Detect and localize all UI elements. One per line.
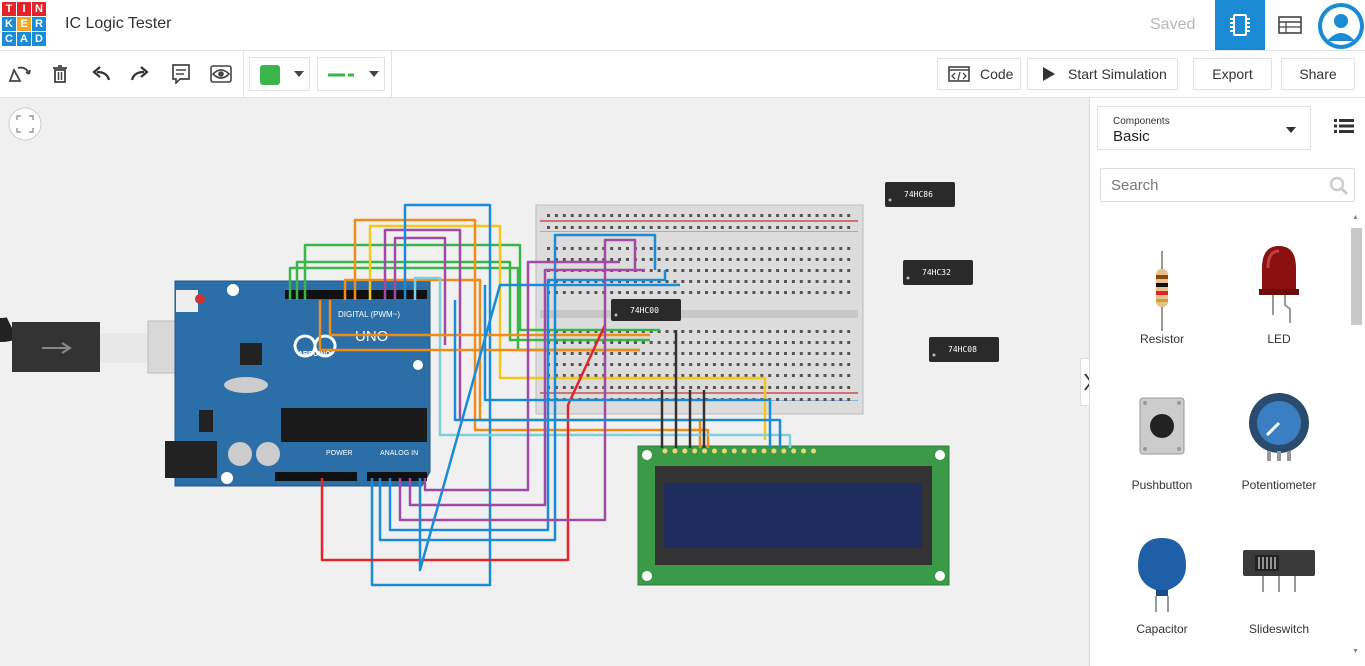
logo-letter: D — [32, 32, 46, 46]
component-led[interactable]: LED — [1224, 243, 1334, 373]
chip-icon — [1230, 14, 1250, 36]
component-label: Pushbutton — [1131, 478, 1193, 492]
logo-letter: E — [17, 17, 31, 31]
component-label: Resistor — [1139, 332, 1184, 346]
notes-button[interactable] — [165, 59, 197, 89]
note-icon — [172, 64, 190, 84]
search-icon — [1329, 176, 1349, 196]
code-label: Code — [980, 66, 1014, 82]
chip-label: 74HC32 — [922, 268, 951, 277]
schematic-view-button[interactable] — [1265, 0, 1315, 50]
chip-74hc86[interactable]: 74HC86 — [885, 182, 955, 207]
redo-button[interactable] — [124, 59, 156, 89]
component-pushbutton[interactable]: Pushbutton — [1107, 389, 1217, 519]
caret-down-icon — [294, 71, 304, 77]
led-icon — [1259, 246, 1299, 323]
circuit-drawing[interactable]: UNO ARDUINO DIGITAL (PWM~) POWER ANALOG … — [0, 98, 1089, 666]
breadboard[interactable] — [535, 204, 864, 415]
circuit-view-button[interactable] — [1215, 0, 1265, 50]
wire-type-picker[interactable] — [317, 57, 385, 91]
start-simulation-label: Start Simulation — [1068, 66, 1167, 82]
eye-icon — [210, 65, 232, 83]
wire-color-swatch — [260, 65, 280, 85]
wire-type-icon — [328, 73, 354, 77]
toggle-notes-visibility-button[interactable] — [205, 59, 237, 89]
arduino-uno-board[interactable]: UNO ARDUINO DIGITAL (PWM~) POWER ANALOG … — [165, 280, 431, 487]
table-icon — [1278, 16, 1302, 34]
code-icon — [948, 66, 970, 82]
start-simulation-button[interactable]: Start Simulation — [1027, 58, 1178, 90]
component-potentiometer[interactable]: Potentiometer — [1224, 389, 1334, 519]
rotate-icon — [8, 66, 31, 82]
saved-status: Saved — [1150, 16, 1196, 33]
chip-74hc00[interactable]: 74HC00 — [611, 299, 681, 321]
pushbutton-icon — [1139, 397, 1185, 455]
arduino-brand-label: ARDUINO — [298, 351, 331, 358]
rotate-button[interactable] — [4, 59, 36, 89]
undo-button[interactable] — [85, 59, 117, 89]
components-value: Basic — [1113, 128, 1150, 145]
arduino-power-label: POWER — [326, 450, 352, 457]
arduino-digital-label: DIGITAL (PWM~) — [338, 310, 400, 319]
slideswitch-icon — [1243, 550, 1315, 592]
caret-down-icon — [369, 71, 379, 77]
zoom-to-fit-button[interactable] — [8, 107, 42, 141]
list-view-button[interactable] — [1334, 118, 1354, 134]
component-search[interactable] — [1100, 168, 1355, 202]
export-label: Export — [1212, 66, 1253, 82]
resistor-icon — [1156, 251, 1168, 331]
component-label: Capacitor — [1136, 622, 1188, 636]
component-slideswitch[interactable]: Slideswitch — [1224, 534, 1334, 664]
wires[interactable] — [288, 203, 792, 587]
logo-letter: T — [2, 2, 16, 16]
chip-74hc08[interactable]: 74HC08 — [929, 337, 999, 362]
wire-color-picker[interactable] — [249, 57, 310, 91]
logo-letter: K — [2, 17, 16, 31]
logo-letter: I — [17, 2, 31, 16]
lcd-16x2[interactable] — [637, 445, 950, 586]
list-icon — [1334, 119, 1354, 133]
component-resistor[interactable]: Resistor — [1107, 243, 1217, 373]
logo-letter: A — [17, 32, 31, 46]
design-title[interactable]: IC Logic Tester — [65, 15, 172, 32]
arduino-model-label: UNO — [355, 328, 388, 345]
code-button[interactable]: Code — [937, 58, 1021, 90]
capacitor-icon — [1138, 538, 1186, 612]
user-icon — [1319, 4, 1363, 48]
top-bar: T I N K E R C A D IC Logic Tester Saved — [0, 0, 1365, 51]
delete-button[interactable] — [44, 59, 76, 89]
components-caption: Components — [1113, 116, 1170, 127]
component-label: Potentiometer — [1241, 478, 1317, 492]
redo-icon — [130, 66, 149, 81]
arduino-analog-label: ANALOG IN — [380, 450, 418, 457]
workplane-canvas[interactable]: UNO ARDUINO DIGITAL (PWM~) POWER ANALOG … — [0, 98, 1089, 666]
logo-letter: C — [2, 32, 16, 46]
chip-label: 74HC00 — [630, 306, 659, 315]
share-label: Share — [1299, 66, 1337, 82]
user-avatar[interactable] — [1318, 3, 1364, 49]
chip-74hc32[interactable]: 74HC32 — [903, 260, 973, 285]
caret-down-icon — [1286, 127, 1296, 133]
logo-letter: R — [32, 17, 46, 31]
potentiometer-icon — [1249, 393, 1309, 461]
play-icon — [1043, 67, 1055, 81]
component-label: LED — [1267, 332, 1291, 346]
component-label: Slideswitch — [1248, 622, 1310, 636]
tinkercad-logo[interactable]: T I N K E R C A D — [2, 2, 46, 48]
panel-scrollbar[interactable]: ▲ ▼ — [1350, 214, 1362, 658]
share-button[interactable]: Share — [1281, 58, 1355, 90]
toolbar: Code Start Simulation Export Share — [0, 51, 1365, 98]
undo-icon — [92, 66, 111, 81]
trash-icon — [53, 65, 67, 83]
components-dropdown[interactable]: Components Basic — [1097, 106, 1311, 150]
chip-label: 74HC86 — [904, 190, 933, 199]
search-input[interactable] — [1101, 169, 1321, 201]
logo-letter: N — [32, 2, 46, 16]
export-button[interactable]: Export — [1193, 58, 1272, 90]
component-capacitor[interactable]: Capacitor — [1107, 534, 1217, 664]
chip-label: 74HC08 — [948, 345, 977, 354]
components-panel: Components Basic Resistor — [1089, 98, 1365, 666]
